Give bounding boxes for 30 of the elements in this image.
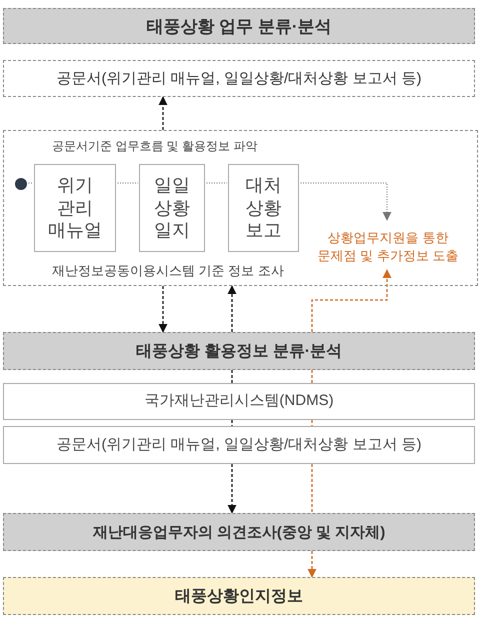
process-box: 대처 상황 보고 bbox=[228, 164, 299, 252]
connector-line bbox=[311, 464, 313, 513]
survey-band: 재난대응업무자의 의견조사(중앙 및 지자체) bbox=[3, 513, 475, 551]
arrow bbox=[308, 551, 316, 578]
arrow bbox=[228, 464, 236, 514]
document-box: 공문서(위기관리 매뉴얼, 일일상황/대처상황 보고서 등) bbox=[3, 426, 475, 464]
connector-line bbox=[204, 182, 228, 184]
arrow bbox=[228, 285, 236, 332]
result-band: 태풍상황인지정보 bbox=[3, 577, 475, 615]
start-dot bbox=[15, 178, 27, 190]
frame-footer: 재난정보공동이용시스템 기준 정보 조사 bbox=[52, 262, 284, 280]
system-box: 국가재난관리시스템(NDMS) bbox=[3, 383, 475, 420]
connector-line bbox=[311, 370, 313, 383]
arrow bbox=[158, 286, 168, 333]
analysis-band: 태풍상황 활용정보 분류·분석 bbox=[3, 332, 475, 370]
arrow bbox=[311, 269, 392, 332]
title-band: 태풍상황 업무 분류·분석 bbox=[3, 8, 475, 44]
arrow bbox=[158, 96, 168, 130]
process-box: 일일 상황 일지 bbox=[139, 164, 205, 252]
frame-heading: 공문서기준 업무흐름 및 활용정보 파악 bbox=[52, 138, 258, 155]
connector-line bbox=[114, 182, 138, 184]
result-text: 상황업무지원을 통한 문제점 및 추가정보 도출 bbox=[303, 223, 473, 271]
arrow bbox=[298, 182, 392, 221]
connector-line bbox=[26, 182, 34, 184]
document-box: 공문서(위기관리 매뉴얼, 일일상황/대처상황 보고서 등) bbox=[3, 60, 475, 97]
connector-line bbox=[231, 420, 233, 426]
process-frame bbox=[3, 130, 478, 286]
process-box: 위기 관리 매뉴얼 bbox=[34, 164, 116, 252]
connector-line bbox=[311, 420, 313, 426]
connector-line bbox=[231, 370, 233, 383]
